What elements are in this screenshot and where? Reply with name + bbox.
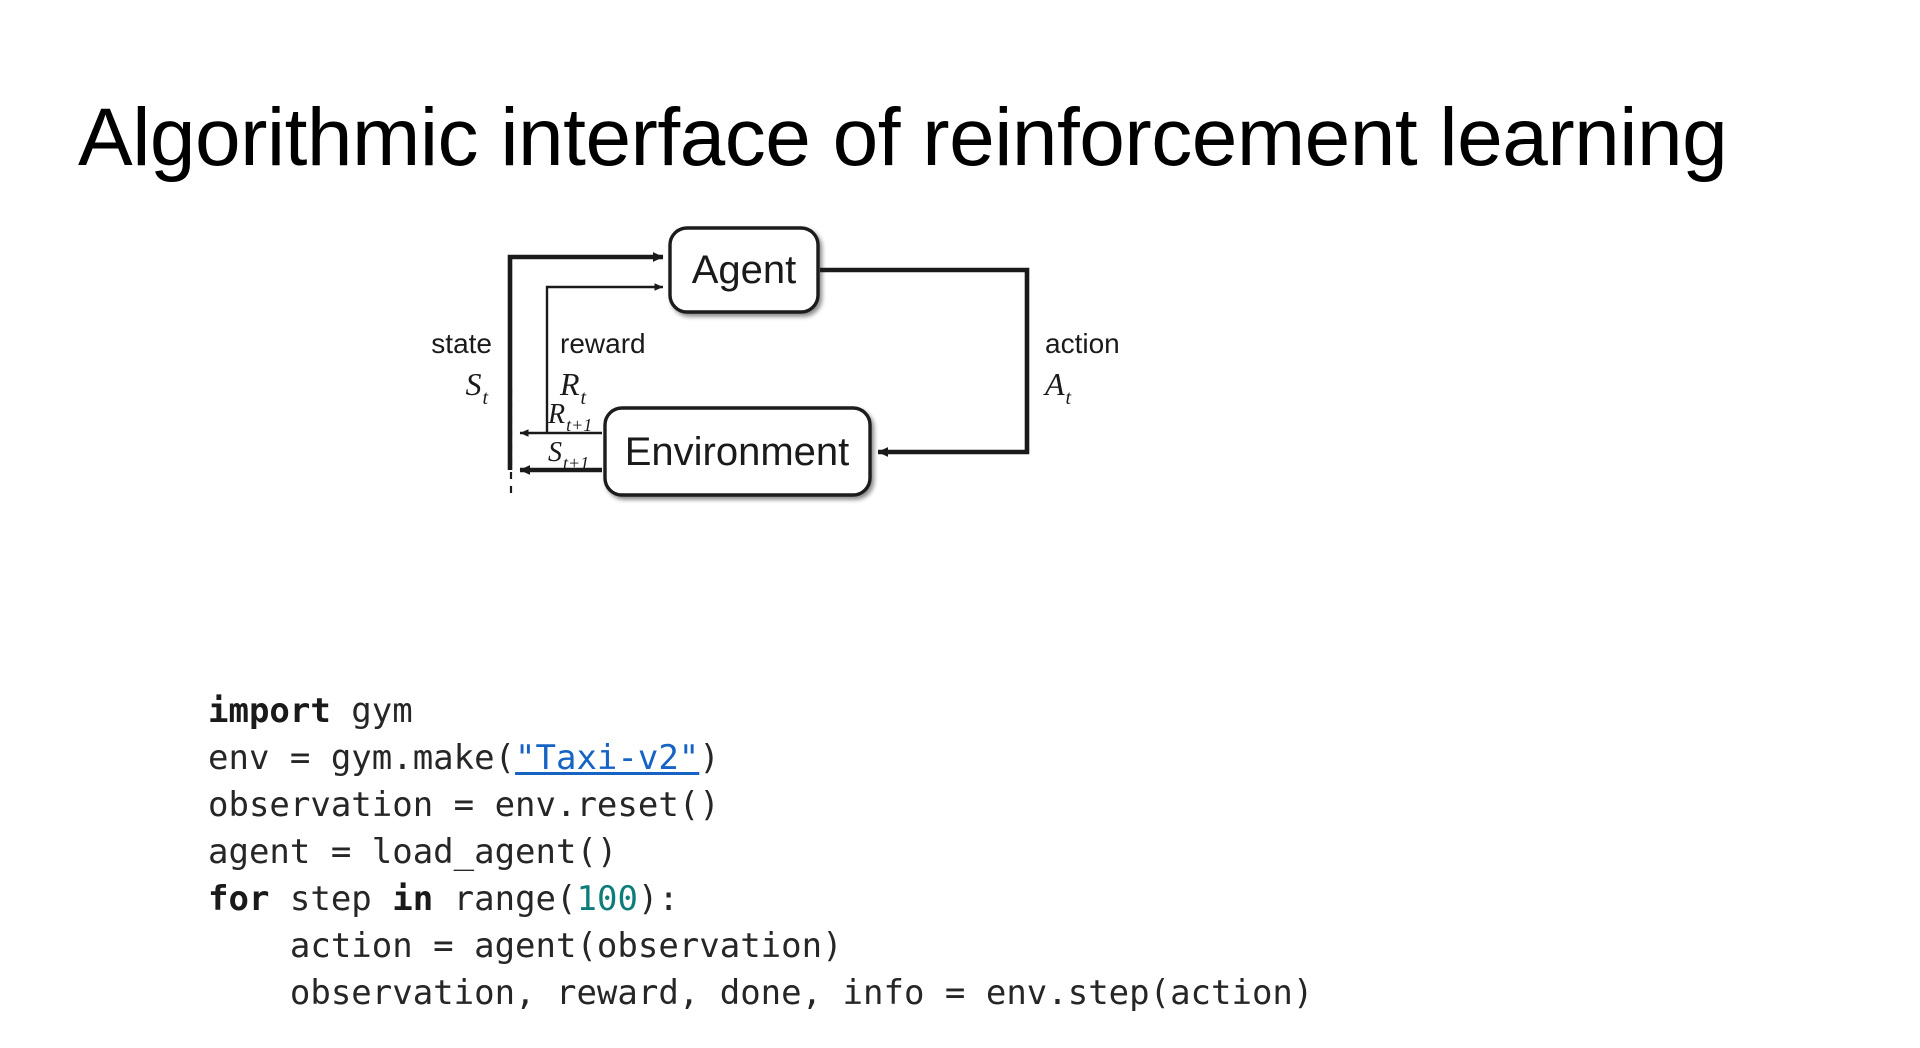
rl-interaction-diagram: Agent Environment state St reward Rt act… xyxy=(380,195,1200,535)
code-line: observation = env.reset() xyxy=(208,782,1313,829)
code-text: ) xyxy=(699,738,720,778)
reward-label: reward xyxy=(560,328,646,359)
code-keyword: import xyxy=(208,691,331,731)
code-text: agent = load_agent() xyxy=(208,832,618,872)
code-line: agent = load_agent() xyxy=(208,829,1313,876)
code-number: 100 xyxy=(576,879,638,919)
code-line: for step in range(100): xyxy=(208,876,1313,923)
state-label: state xyxy=(431,328,492,359)
code-keyword: for xyxy=(208,879,270,919)
code-text: ): xyxy=(637,879,679,919)
env-id-link[interactable]: "Taxi-v2" xyxy=(515,738,700,778)
code-line: env = gym.make("Taxi-v2") xyxy=(208,735,1313,782)
reward-symbol: Rt xyxy=(559,366,587,409)
reward-next-symbol: Rt+1 xyxy=(547,399,592,435)
code-line: observation, reward, done, info = env.st… xyxy=(208,970,1314,1017)
reward-edge xyxy=(545,283,663,433)
agent-node: Agent xyxy=(668,226,820,314)
code-keyword: in xyxy=(392,879,434,919)
state-edge xyxy=(507,252,664,470)
code-text: step xyxy=(269,879,393,919)
code-text: observation, reward, done, info = env.st… xyxy=(208,973,1314,1013)
environment-label: Environment xyxy=(625,430,850,474)
action-label: action xyxy=(1045,328,1120,359)
code-line: import gym xyxy=(208,688,1313,735)
state-next-symbol: St+1 xyxy=(548,437,589,473)
code-text: action = agent(observation) xyxy=(208,926,843,966)
action-symbol: At xyxy=(1043,366,1072,409)
code-line: action = agent(observation) xyxy=(208,923,1313,970)
code-text: observation = env.reset() xyxy=(208,785,720,825)
code-text: env = gym.make( xyxy=(208,738,516,778)
environment-node: Environment xyxy=(603,406,872,497)
agent-label: Agent xyxy=(692,248,797,292)
action-edge xyxy=(820,267,1030,457)
agent-box xyxy=(668,226,820,314)
environment-box xyxy=(603,406,872,497)
code-text: gym xyxy=(330,691,413,731)
code-text: range( xyxy=(433,879,577,919)
state-symbol: St xyxy=(465,366,488,409)
page-title: Algorithmic interface of reinforcement l… xyxy=(78,91,1728,183)
